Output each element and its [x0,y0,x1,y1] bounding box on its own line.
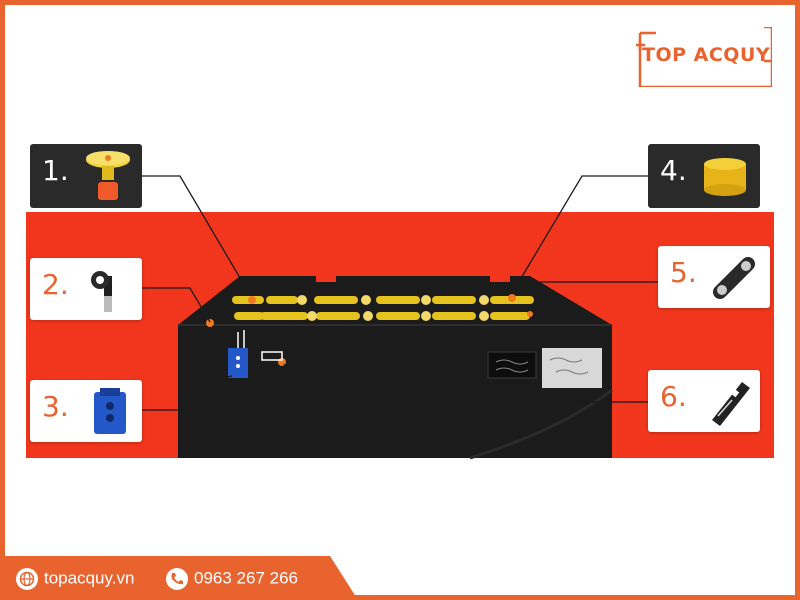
callout-1: 1. [30,144,142,208]
callout-number: 6. [660,380,687,413]
callout-2: 2. [30,258,142,320]
yellow-cap-icon [704,158,746,196]
callout-number: 3. [42,390,69,423]
cell-row-2 [234,312,530,320]
elbow-connector-icon [91,271,112,312]
battery-label-dark [487,351,537,379]
callout-number: 1. [42,154,69,187]
battery-shine [469,388,613,460]
battery-body [178,276,612,458]
brand-logo: TOP ACQUY [636,27,772,87]
logo-frame-icon [636,27,772,87]
callout-4: 4. [648,144,760,208]
cell-link-bar-icon [713,257,755,299]
cable-clamp [261,351,283,361]
globe-icon [16,567,38,590]
footer-phone[interactable]: 0963 267 266 [166,566,298,590]
brand-name: TOP ACQUY [642,44,771,66]
footer-website[interactable]: topacquy.vn [16,566,134,590]
blue-plug-connector-icon [94,388,126,434]
callout-number: 2. [42,268,69,301]
blue-connector-on-battery [228,348,248,378]
callout-6: 6. [648,370,760,432]
sensor-strip-icon [712,382,750,426]
cell-row-1 [232,296,534,304]
battery-label-light [542,348,602,388]
float-caps [297,295,489,321]
callout-number: 5. [670,256,697,289]
callout-3: 3. [30,380,142,442]
phone-text: 0963 267 266 [194,568,298,588]
phone-icon [166,567,188,590]
website-text: topacquy.vn [44,568,135,588]
leader-lines [142,175,658,411]
float-valve-icon [86,151,130,200]
callout-number: 4. [660,154,687,187]
callout-5: 5. [658,246,770,308]
